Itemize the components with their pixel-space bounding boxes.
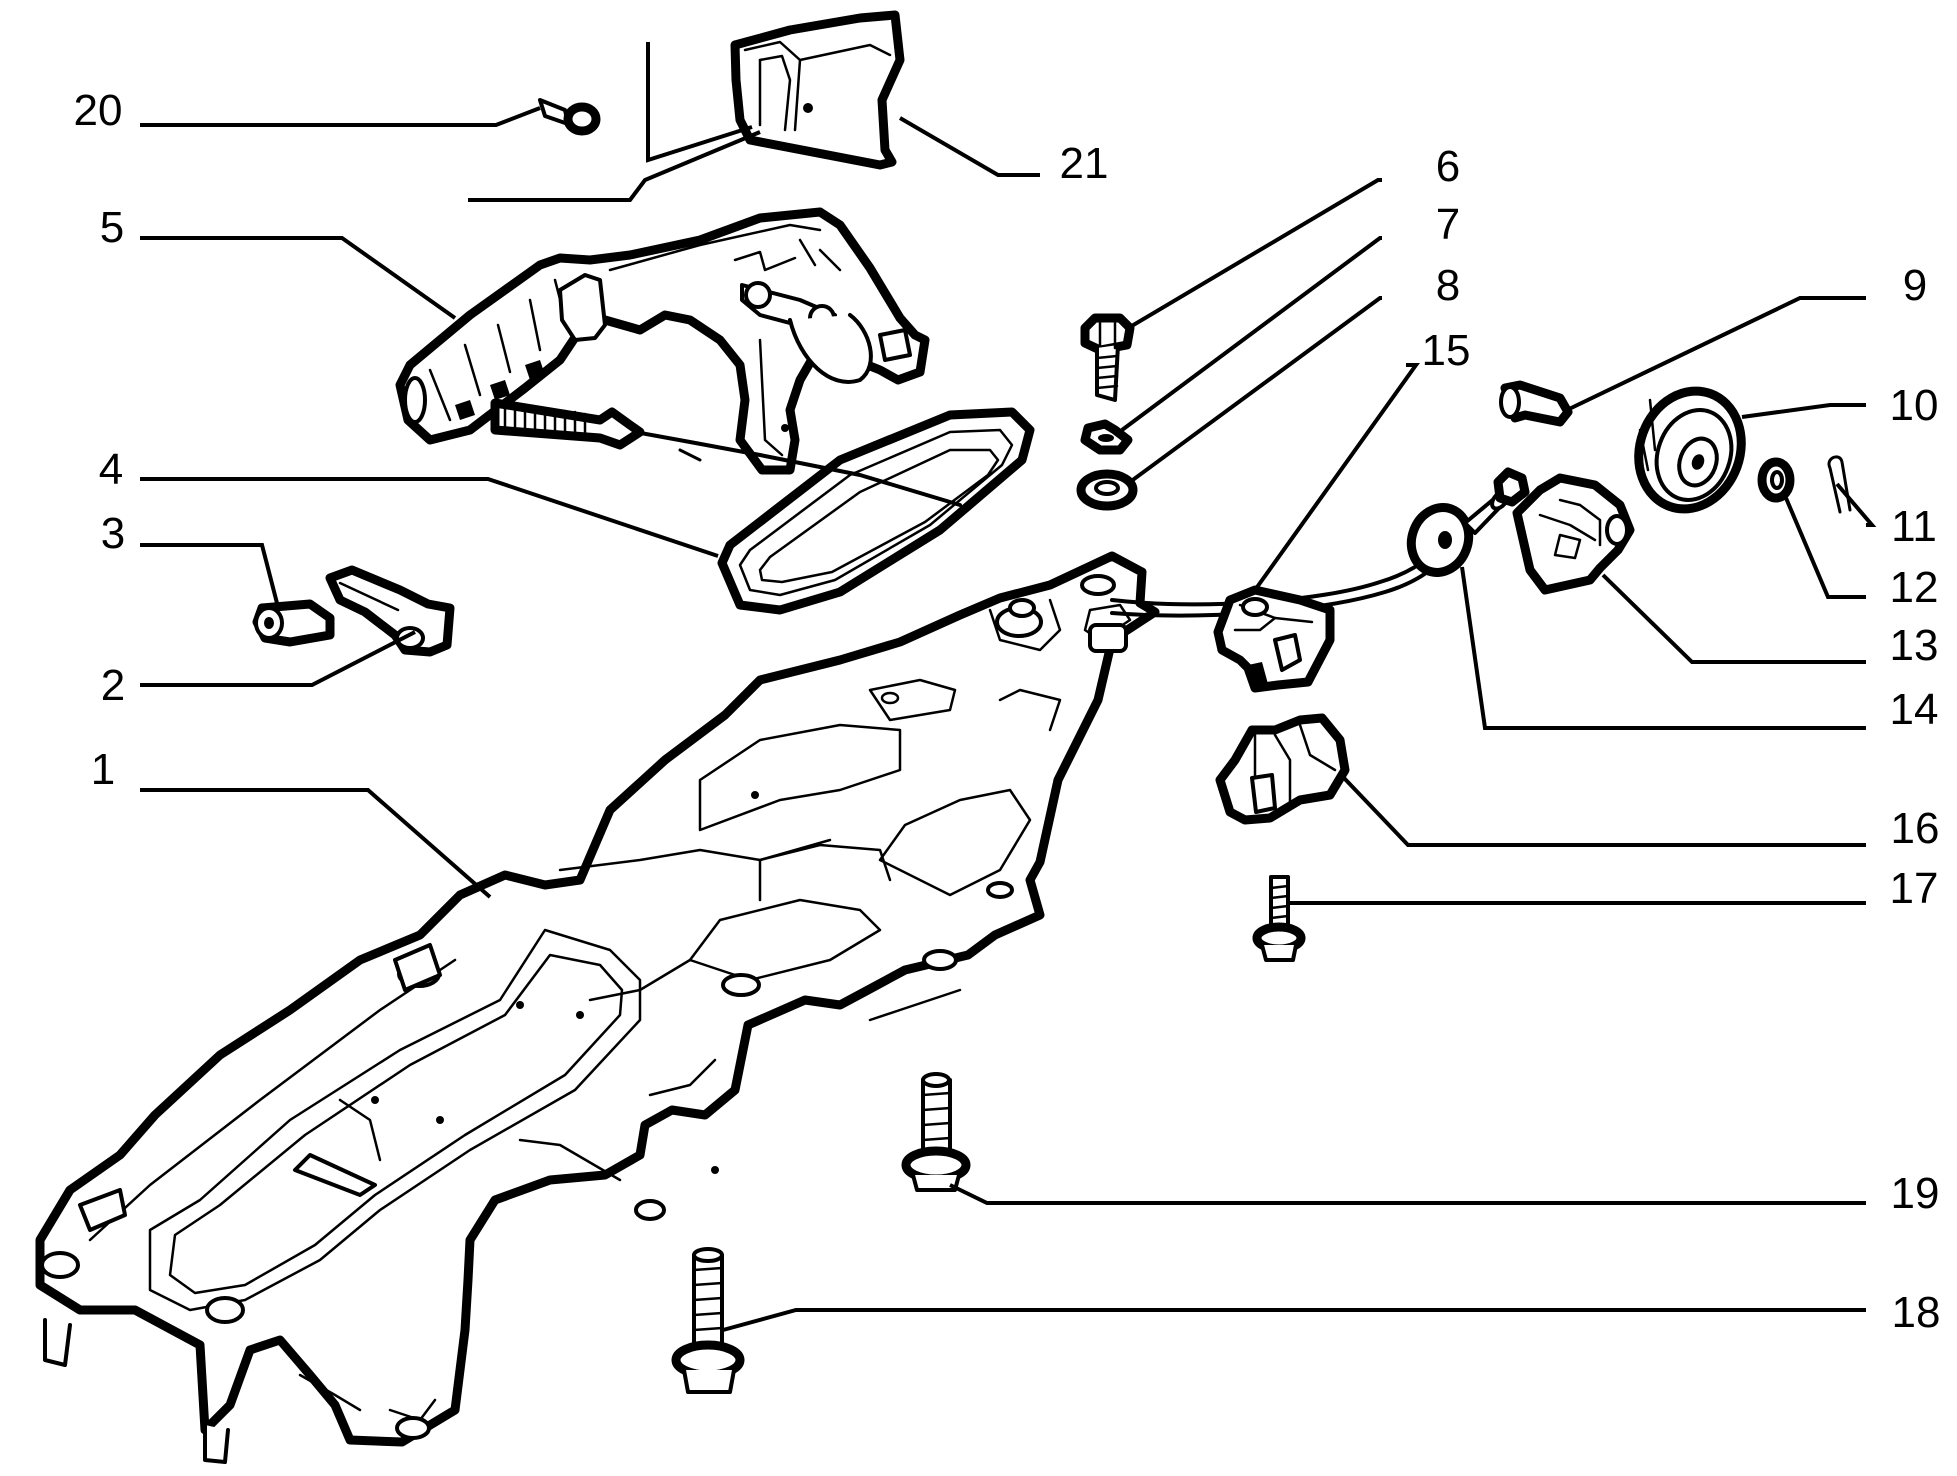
callout-12: 12 [1890, 563, 1939, 612]
part-15-retainer[interactable] [1213, 585, 1335, 693]
callout-5: 5 [100, 203, 124, 252]
part-12-washer[interactable] [1757, 457, 1795, 503]
part-13-cable-bracket[interactable] [1512, 473, 1635, 595]
callout-4: 4 [99, 445, 123, 494]
part-17-flange-bolt[interactable] [1252, 875, 1306, 962]
callout-7: 7 [1436, 200, 1460, 249]
part-16-cable-clip[interactable] [1215, 713, 1350, 825]
callout-labels: 1 2 3 4 5 6 7 8 9 10 11 12 13 14 15 16 1… [74, 86, 1941, 1337]
callout-8: 8 [1436, 261, 1460, 310]
callout-14: 14 [1890, 685, 1939, 734]
part-10-pulley[interactable] [1622, 377, 1757, 524]
part-7-lock-washer[interactable] [1080, 419, 1133, 455]
callout-21: 21 [1060, 139, 1109, 188]
callout-9: 9 [1903, 261, 1927, 310]
boot-panel-line [646, 42, 753, 163]
callout-17: 17 [1890, 864, 1939, 913]
part-6-bolt[interactable] [1080, 313, 1135, 402]
callout-20: 20 [74, 86, 123, 135]
part-9-pin[interactable] [1499, 380, 1573, 427]
callout-13: 13 [1890, 621, 1939, 670]
part-14-cable[interactable] [490, 398, 1530, 618]
callout-3: 3 [101, 509, 125, 558]
callout-16: 16 [1891, 804, 1940, 853]
callout-6: 6 [1436, 142, 1460, 191]
part-19-flange-bolt[interactable] [901, 1072, 971, 1192]
part-2-clip[interactable] [325, 565, 455, 657]
callout-19: 19 [1891, 1169, 1940, 1218]
part-3-bushing[interactable] [252, 599, 335, 647]
part-18-flange-bolt[interactable] [671, 1247, 745, 1394]
boot-lever-line [468, 130, 761, 202]
callout-18: 18 [1892, 1288, 1941, 1337]
callout-15: 15 [1422, 326, 1471, 375]
part-5-handbrake-lever[interactable] [395, 207, 930, 475]
part-8-flat-washer[interactable] [1076, 469, 1138, 511]
part-1-base-tray[interactable] [35, 551, 1160, 1464]
callout-2: 2 [101, 661, 125, 710]
callout-1: 1 [91, 745, 115, 794]
leader-lines [140, 106, 1877, 1332]
part-20-screw[interactable] [538, 98, 601, 136]
part-21-lever-boot[interactable] [730, 10, 905, 170]
part-11-cotter-pin[interactable] [1827, 455, 1852, 514]
callout-10: 10 [1890, 381, 1939, 430]
part-4-gasket[interactable] [717, 407, 1035, 615]
callout-11: 11 [1891, 502, 1937, 551]
